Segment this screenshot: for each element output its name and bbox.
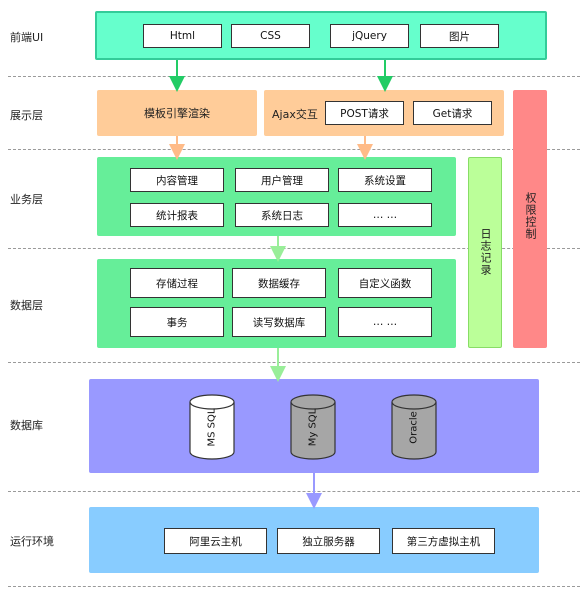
data-item-functions: 自定义函数 [338,268,432,298]
frontend-item-images: 图片 [420,24,499,48]
template-engine-band: 模板引擎渲染 [97,90,257,136]
layer-label-business: 业务层 [10,193,43,206]
divider-3 [8,248,580,249]
frontend-item-html: Html [143,24,222,48]
business-item-more: … … [338,203,432,227]
divider-2 [8,149,580,150]
cylinder-icon [391,394,437,460]
logging-panel [468,157,502,348]
cylinder-icon [290,394,336,460]
business-item-settings: 系统设置 [338,168,432,192]
layer-label-runtime: 运行环境 [10,535,54,548]
access-control-panel-label: 权限控制 [524,192,537,240]
divider-1 [8,76,580,77]
get-request-box: Get请求 [413,101,492,125]
post-request-box: POST请求 [325,101,404,125]
layer-label-frontend: 前端UI [10,31,44,44]
ajax-label: Ajax交互 [272,108,318,121]
frontend-item-jquery: jQuery [330,24,409,48]
layer-label-database: 数据库 [10,419,43,432]
logging-panel-label: 日志记录 [479,228,492,276]
divider-6 [8,586,580,587]
runtime-item-vps: 第三方虚拟主机 [392,528,495,554]
business-item-reports: 统计报表 [130,203,224,227]
access-control-panel [513,90,547,348]
divider-5 [8,491,580,492]
business-item-users: 用户管理 [235,168,329,192]
frontend-item-css: CSS [231,24,310,48]
data-item-procedures: 存储过程 [130,268,224,298]
database-ms-sql: MS SQL [189,394,235,460]
template-engine-label: 模板引擎渲染 [144,107,210,120]
runtime-item-dedicated: 独立服务器 [277,528,380,554]
database-oracle: Oracle [391,394,437,460]
data-item-cache: 数据缓存 [232,268,326,298]
business-item-content: 内容管理 [130,168,224,192]
cylinder-icon [189,394,235,460]
data-item-more: … … [338,307,432,337]
layer-label-presentation: 展示层 [10,109,43,122]
runtime-item-aliyun: 阿里云主机 [164,528,267,554]
database-my-sql: My SQL [290,394,336,460]
layer-label-data: 数据层 [10,299,43,312]
data-item-readwrite: 读写数据库 [232,307,326,337]
divider-4 [8,362,580,363]
data-item-transactions: 事务 [130,307,224,337]
business-item-syslog: 系统日志 [235,203,329,227]
